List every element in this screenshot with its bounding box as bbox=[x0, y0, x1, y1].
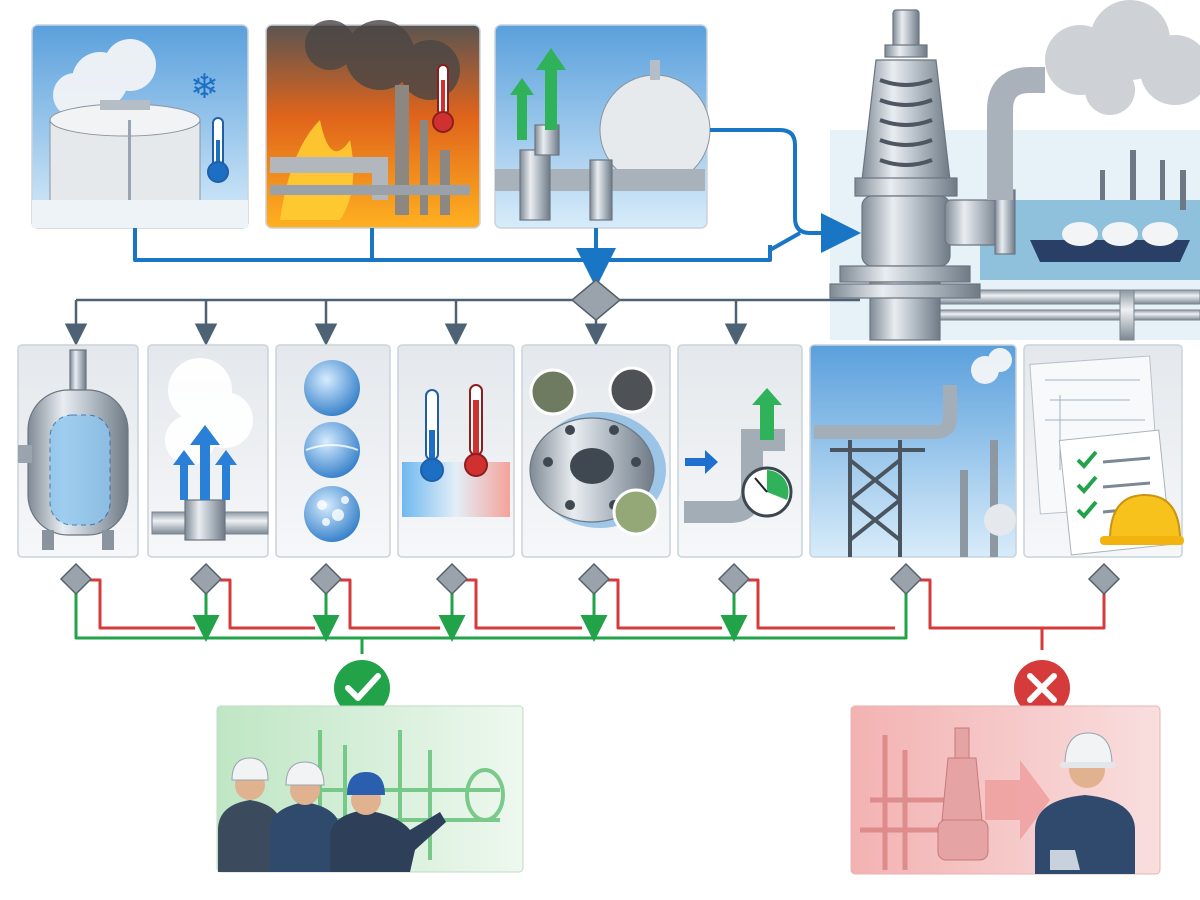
check-panel-documentation-review bbox=[1023, 344, 1184, 558]
snowflake-icon: ❄ bbox=[190, 67, 219, 107]
check-decision-diamond bbox=[1087, 562, 1121, 596]
check-decision-diamond bbox=[189, 562, 223, 596]
refinery-structure bbox=[395, 85, 450, 215]
thermometer-cold-icon bbox=[207, 117, 229, 183]
check-panel-discharge-piping bbox=[809, 344, 1017, 558]
bubble-icon bbox=[304, 422, 360, 478]
evaluation-flow bbox=[59, 562, 1121, 654]
up-arrow-icon bbox=[752, 388, 782, 440]
engineer-pointing bbox=[330, 772, 446, 872]
hard-hat-icon bbox=[1100, 493, 1184, 545]
check-panel-back-pressure bbox=[677, 344, 803, 558]
engineer-group bbox=[218, 757, 446, 872]
scenario-panel-overpressure bbox=[494, 24, 711, 229]
engineer bbox=[218, 757, 282, 872]
check-panel-temperature-range bbox=[397, 344, 515, 558]
gauge-icon bbox=[741, 466, 793, 518]
scenario-panel-cold-tank: ❄ bbox=[31, 24, 249, 229]
check-panel-flange-material bbox=[521, 344, 671, 558]
bubble-icon bbox=[304, 486, 360, 542]
check-decision-diamond bbox=[577, 562, 611, 596]
distribution-flow bbox=[64, 279, 860, 346]
scenario-panel-fire-exposure bbox=[265, 20, 481, 229]
pass-outcome bbox=[216, 660, 524, 873]
check-decision-diamond bbox=[435, 562, 469, 596]
plant-outline-green bbox=[310, 730, 505, 860]
smoke-plume bbox=[1045, 0, 1200, 115]
vent-pipe-icon bbox=[814, 385, 957, 439]
engineer bbox=[270, 761, 340, 872]
up-arrow-icon bbox=[536, 48, 566, 130]
plant-outline-red bbox=[860, 735, 960, 870]
thermometer-cold-icon bbox=[420, 389, 444, 482]
check-icon bbox=[334, 660, 390, 716]
background-terminal-scene bbox=[830, 0, 1200, 341]
thermometer-hot-icon bbox=[432, 64, 454, 133]
selection-decision-diamond bbox=[570, 279, 622, 321]
check-decision-diamond bbox=[717, 562, 751, 596]
check-decision-diamond bbox=[59, 562, 93, 596]
lng-carrier-ship bbox=[1030, 222, 1190, 262]
fail-outcome bbox=[850, 660, 1161, 875]
up-arrow-icon bbox=[190, 425, 220, 500]
scenario-collector-flow bbox=[133, 128, 861, 288]
check-panel-vapor-release bbox=[147, 344, 269, 558]
up-arrow-icon bbox=[510, 78, 534, 140]
rejected-valve-silhouette bbox=[937, 727, 989, 861]
pressure-relief-valve bbox=[829, 9, 1045, 341]
thermometer-hot-icon bbox=[464, 384, 488, 477]
vessel-icon bbox=[18, 349, 129, 550]
lng-storage-tank bbox=[49, 100, 201, 206]
check-panel-phase-state bbox=[275, 344, 391, 558]
check-decision-diamond bbox=[889, 562, 923, 596]
check-panel-vessel-fill bbox=[17, 344, 139, 558]
check-decision-diamond bbox=[309, 562, 343, 596]
cross-icon bbox=[1014, 660, 1070, 716]
engineer-thinking bbox=[1035, 732, 1135, 874]
bubble-icon bbox=[304, 360, 360, 416]
